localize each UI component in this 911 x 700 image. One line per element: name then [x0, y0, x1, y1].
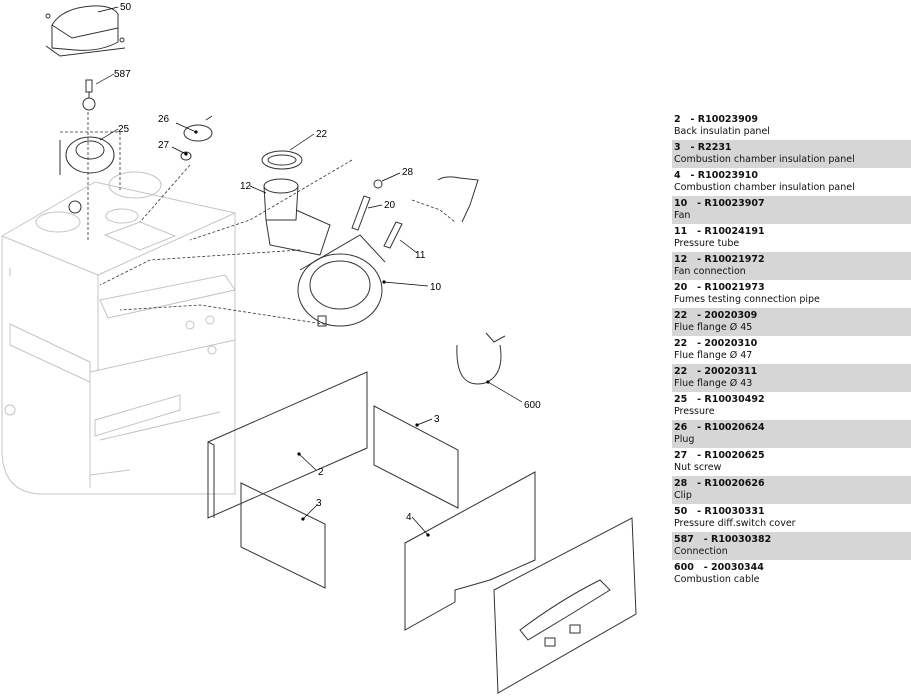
callout-600: 600 [524, 400, 541, 411]
part-4-insulation-panel [404, 471, 536, 631]
part-description: Pressure tube [674, 238, 740, 249]
part-number-code: 27 - R10020625 [674, 450, 765, 461]
part-description: Flue flange Ø 45 [674, 322, 753, 333]
part-number-code: 22 - 20020311 [674, 366, 758, 377]
part-25-pressure-switch [59, 136, 115, 214]
callout-11: 11 [415, 250, 426, 261]
callout-22: 22 [316, 129, 328, 140]
part-number-code: 11 - R10024191 [674, 226, 765, 237]
callout-3-right: 3 [434, 414, 440, 425]
part-description: Fan connection [674, 266, 746, 277]
part-description: Combustion chamber insulation panel [674, 182, 855, 193]
callout-4: 4 [406, 512, 412, 523]
part-27-nut-screw [180, 151, 192, 161]
part-number-code: 2 - R10023909 [674, 114, 758, 125]
part-description: Flue flange Ø 47 [674, 350, 753, 361]
callout-2: 2 [318, 467, 324, 478]
part-number-code: 12 - R10021972 [674, 254, 765, 265]
part-description: Fumes testing connection pipe [674, 294, 820, 305]
part-number-code: 22 - 20020310 [674, 338, 758, 349]
callout-25: 25 [118, 124, 130, 135]
part-26-plug [183, 115, 213, 142]
part-number-code: 10 - R10023907 [674, 198, 765, 209]
part-description: Connection [674, 546, 728, 557]
leader-dots [184, 130, 490, 537]
callout-20: 20 [384, 200, 396, 211]
part-number-code: 20 - R10021973 [674, 282, 765, 293]
exploded-parts-diagram: 50 587 25 26 27 22 12 28 20 11 10 600 2 … [1, 2, 637, 694]
part-600-combustion-cable [456, 332, 506, 385]
part-number-code: 4 - R10023910 [674, 170, 758, 181]
part-description: Pressure [674, 406, 715, 417]
part-description: Clip [674, 490, 692, 501]
part-20-fumes-pipe [351, 195, 371, 231]
part-description: Back insulatin panel [674, 126, 770, 137]
leader-lines [95, 6, 523, 536]
part-number-code: 22 - 20020309 [674, 310, 758, 321]
part-number-code: 600 - 20030344 [674, 562, 764, 573]
front-cover-plate [493, 517, 637, 694]
part-2-back-insulation-panel [207, 371, 368, 519]
callout-27: 27 [158, 140, 170, 151]
boiler-casing [1, 171, 236, 495]
part-3-insulation-panel-right [373, 405, 459, 509]
callout-50: 50 [120, 2, 132, 13]
part-50-switch-cover [45, 5, 126, 57]
callout-3-left: 3 [316, 498, 322, 509]
part-number-code: 26 - R10020624 [674, 422, 765, 433]
callout-10: 10 [430, 282, 442, 293]
callout-28: 28 [402, 167, 414, 178]
part-number-code: 28 - R10020626 [674, 478, 765, 489]
part-description: Fan [674, 210, 691, 221]
part-description: Plug [674, 434, 695, 445]
part-description: Combustion chamber insulation panel [674, 154, 855, 165]
assembly-lines [60, 112, 456, 326]
callout-587: 587 [114, 69, 131, 80]
part-number-code: 50 - R10030331 [674, 506, 765, 517]
part-number-code: 587 - R10030382 [674, 534, 772, 545]
part-587-connection [82, 79, 96, 111]
part-3-insulation-panel-left [240, 482, 326, 589]
part-description: Combustion cable [674, 574, 760, 585]
part-12-fan-connection [263, 178, 331, 256]
part-10-fan [297, 234, 386, 327]
part-22-flue-flange [261, 150, 303, 170]
part-description: Pressure diff.switch cover [674, 518, 796, 529]
callout-26: 26 [158, 114, 170, 125]
part-number-code: 3 - R2231 [674, 142, 732, 153]
part-description: Flue flange Ø 43 [674, 378, 753, 389]
part-number-code: 25 - R10030492 [674, 394, 765, 405]
callout-12: 12 [240, 181, 252, 192]
part-description: Nut screw [674, 462, 722, 473]
part-28-clip [373, 179, 383, 189]
part-11-pressure-tube [383, 176, 479, 249]
